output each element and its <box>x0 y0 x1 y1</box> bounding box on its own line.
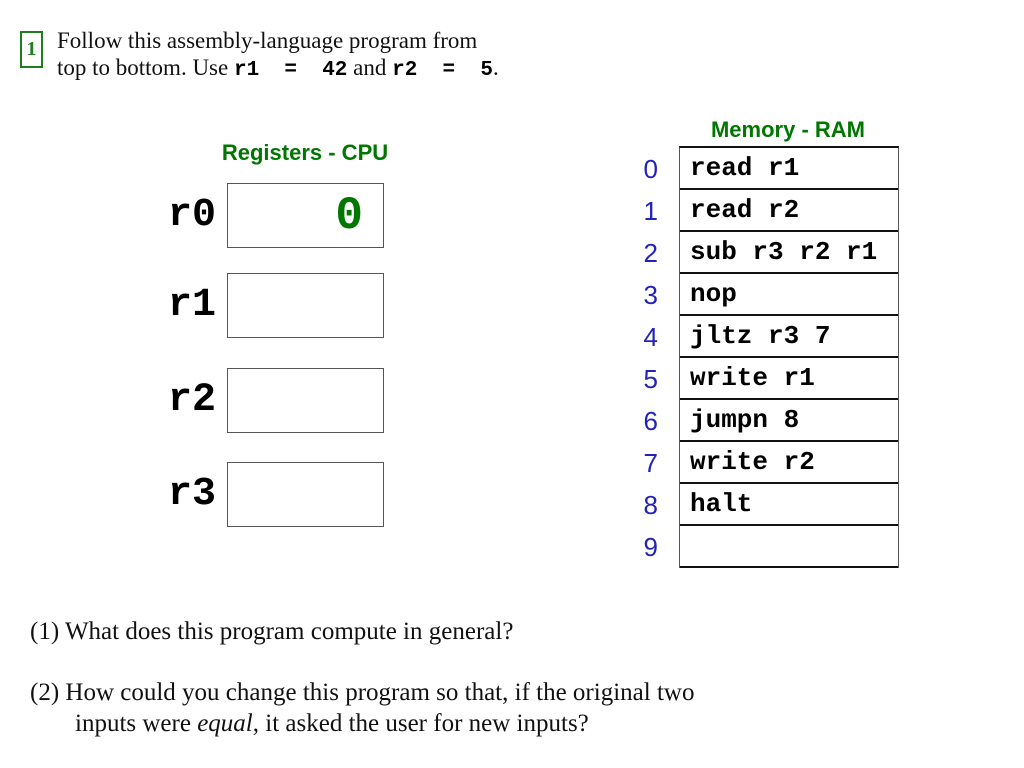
text-line: inputs were equal, it asked the user for… <box>75 710 589 737</box>
register-value: 0 <box>335 189 363 242</box>
memory-cell: read r1 <box>680 148 898 190</box>
register-value-box <box>227 368 384 433</box>
register-label: r1 <box>167 283 216 328</box>
register-row-r3: r3 <box>150 462 384 527</box>
register-value-box <box>227 273 384 338</box>
memory-address: 2 <box>643 238 658 268</box>
registers-title: Registers - CPU <box>221 140 389 165</box>
memory-address: 9 <box>643 532 658 562</box>
slide-number: 1 <box>26 38 37 60</box>
text-line: Follow this assembly-language program fr… <box>57 28 478 53</box>
memory-address: 0 <box>643 154 658 184</box>
instruction-note: Follow this assembly-language program fr… <box>57 27 577 84</box>
memory-cell: write r1 <box>680 358 898 400</box>
memory-cell <box>680 526 898 568</box>
memory-cell: write r2 <box>680 442 898 484</box>
register-label: r2 <box>167 378 216 423</box>
memory-address: 4 <box>643 322 658 352</box>
register-value-box <box>227 462 384 527</box>
memory-address: 6 <box>643 406 658 436</box>
memory-address: 7 <box>643 448 658 478</box>
text-line: top to bottom. Use r1 = 42 and r2 = 5. <box>57 55 499 82</box>
text-line: (2) How could you change this program so… <box>30 679 695 706</box>
memory-cell: jumpn 8 <box>680 400 898 442</box>
text-line: (1) What does this program compute in ge… <box>30 618 514 645</box>
memory-cell: nop <box>680 274 898 316</box>
memory-cell: jltz r3 7 <box>680 316 898 358</box>
register-label: r0 <box>167 193 216 238</box>
memory-address: 8 <box>643 490 658 520</box>
memory-address: 3 <box>643 280 658 310</box>
question-1: (1) What does this program compute in ge… <box>30 616 970 647</box>
register-row-r1: r1 <box>150 273 384 338</box>
register-value-box: 0 <box>227 183 384 248</box>
question-2: (2) How could you change this program so… <box>30 677 970 739</box>
memory-title: Memory - RAM <box>710 117 865 142</box>
register-label: r3 <box>167 472 216 517</box>
slide-number-box: 1 <box>20 31 43 68</box>
memory-address: 1 <box>643 196 658 226</box>
memory-address-column: 0 1 2 3 4 5 6 7 8 9 <box>630 148 658 568</box>
memory-cell: halt <box>680 484 898 526</box>
memory-cell: read r2 <box>680 190 898 232</box>
memory-cell: sub r3 r2 r1 <box>680 232 898 274</box>
questions-block: (1) What does this program compute in ge… <box>30 616 970 768</box>
register-row-r2: r2 <box>150 368 384 433</box>
memory-address: 5 <box>643 364 658 394</box>
register-row-r0: r0 0 <box>150 183 384 248</box>
